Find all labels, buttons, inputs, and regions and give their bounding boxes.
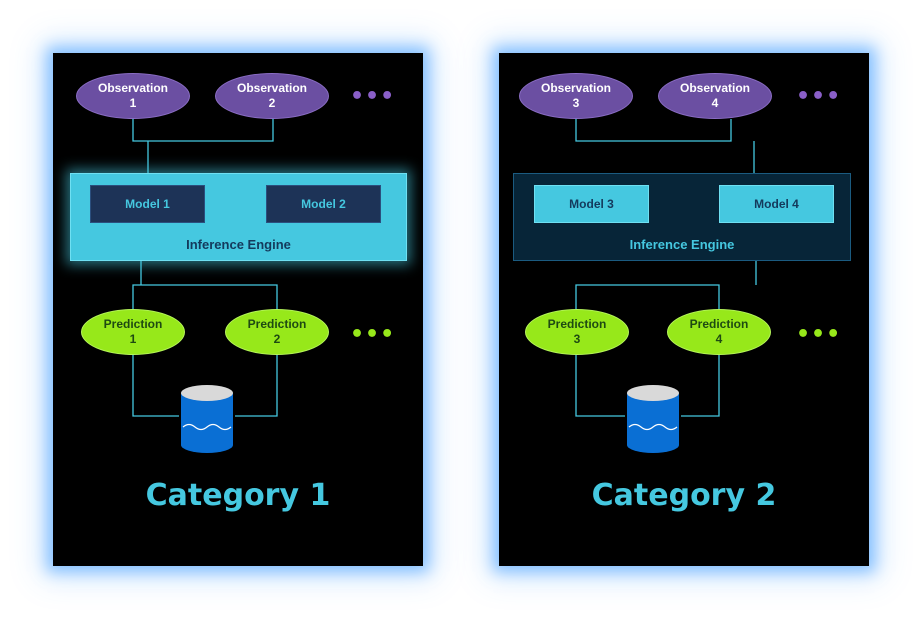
database-cylinder-icon [181, 385, 233, 453]
category-title: Category 2 [591, 478, 777, 513]
prediction-4: Prediction 4 [667, 309, 771, 355]
prediction-4-title: Prediction [689, 317, 749, 331]
prediction-1-title: Prediction [103, 317, 163, 331]
observation-4-title: Observation [679, 81, 751, 95]
model-3-box: Model 3 [534, 185, 649, 223]
prediction-3-number: 3 [573, 332, 581, 346]
prediction-2: Prediction 2 [225, 309, 329, 355]
more-predictions-ellipsis: ••• [796, 322, 842, 347]
database-cylinder-icon [627, 385, 679, 453]
observation-2-number: 2 [268, 96, 276, 110]
more-observations-ellipsis: ••• [796, 84, 842, 109]
observation-3-title: Observation [540, 81, 612, 95]
more-predictions-ellipsis: ••• [350, 322, 396, 347]
prediction-2-number: 2 [273, 332, 281, 346]
inference-engine-label: Inference Engine [186, 237, 291, 252]
observation-1: Observation 1 [76, 73, 190, 119]
observation-3-number: 3 [572, 96, 580, 110]
more-observations-ellipsis: ••• [350, 84, 396, 109]
observation-1-number: 1 [129, 96, 137, 110]
category-2-panel: Inference Engine Model 3 Model 4 Observa… [499, 53, 869, 566]
model-4-box: Model 4 [719, 185, 834, 223]
observation-2-title: Observation [236, 81, 308, 95]
category-title: Category 1 [145, 478, 331, 513]
observation-3: Observation 3 [519, 73, 633, 119]
observation-4-number: 4 [711, 96, 719, 110]
model-2-box: Model 2 [266, 185, 381, 223]
prediction-2-title: Prediction [247, 317, 307, 331]
observation-4: Observation 4 [658, 73, 772, 119]
prediction-1-number: 1 [129, 332, 137, 346]
prediction-3: Prediction 3 [525, 309, 629, 355]
model-1-box: Model 1 [90, 185, 205, 223]
prediction-4-number: 4 [715, 332, 723, 346]
observation-1-title: Observation [97, 81, 169, 95]
prediction-1: Prediction 1 [81, 309, 185, 355]
prediction-3-title: Prediction [547, 317, 607, 331]
inference-engine-label: Inference Engine [629, 237, 735, 252]
observation-2: Observation 2 [215, 73, 329, 119]
category-1-panel: Inference Engine Model 1 Model 2 Observa… [53, 53, 423, 566]
